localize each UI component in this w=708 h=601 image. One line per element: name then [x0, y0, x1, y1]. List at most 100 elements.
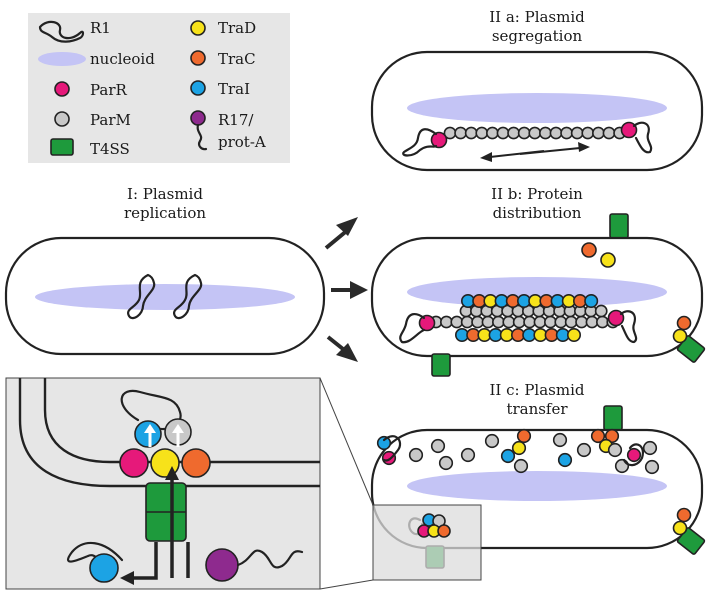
free-protein — [408, 447, 424, 463]
zoom-connectors — [319, 377, 374, 590]
free-trad-iib — [600, 252, 616, 268]
free-protein — [438, 455, 454, 471]
trai-icon — [190, 80, 206, 96]
plasmid-left-iic — [382, 435, 402, 462]
parr-left-iib — [418, 314, 436, 332]
parm-monomer — [496, 126, 510, 140]
parm-monomer — [560, 126, 573, 140]
inset-r17-prota — [205, 548, 239, 582]
parm-monomer — [475, 126, 489, 140]
parm-monomer — [575, 315, 588, 329]
parr-right-iib — [607, 309, 625, 327]
legend-label-trad: TraD — [218, 19, 256, 37]
panel-iib-distribution: II b: Protein distribution — [370, 185, 706, 377]
arrow-to-iib — [331, 281, 368, 299]
parm-monomer — [581, 126, 595, 140]
nucleoid-i — [35, 284, 295, 310]
free-protein — [590, 428, 606, 444]
plasmid-right-iib — [619, 310, 638, 344]
arrow-to-iia — [324, 217, 358, 250]
parm-monomer — [549, 126, 563, 140]
protein-cluster-iib — [429, 293, 620, 342]
free-protein — [430, 438, 446, 454]
r1-plasmid-icon — [38, 20, 85, 43]
legend-label-nucleoid: nucleoid — [90, 50, 155, 68]
transition-arrows — [324, 217, 368, 362]
parm-monomer — [464, 126, 478, 140]
plasmid-right-iia — [632, 121, 653, 154]
legend-label-r17-line2: prot-A — [218, 133, 266, 151]
free-protein — [557, 452, 573, 468]
legend-label-r1: R1 — [90, 19, 111, 37]
inset-zoom — [5, 377, 321, 590]
t4ss-icon — [50, 138, 74, 156]
corner-trad-iib — [672, 328, 688, 344]
inner-membrane — [43, 378, 320, 464]
free-protein — [642, 440, 658, 456]
zoom-source-proteins — [417, 513, 451, 538]
legend-label-parm: ParM — [90, 111, 131, 129]
free-protein — [376, 435, 392, 451]
parm-monomer — [594, 304, 608, 318]
free-trac-iib — [581, 242, 597, 258]
free-protein — [626, 447, 642, 463]
arrow-to-iic — [326, 335, 358, 362]
legend-label-r17-line1: R17/ — [218, 111, 254, 129]
parm-monomer — [585, 315, 599, 329]
t4ss-top-iib — [609, 213, 629, 239]
parm-monomer — [592, 126, 605, 140]
free-protein — [484, 433, 500, 449]
panel-iic-title-line1: II c: Plasmid — [490, 381, 585, 399]
parm-monomer — [596, 315, 609, 329]
free-protein — [500, 448, 516, 464]
parm-monomer — [460, 315, 474, 329]
parm-monomer — [491, 315, 505, 329]
parm-monomer — [554, 315, 568, 329]
panel-iib-title-line1: II b: Protein — [491, 185, 583, 203]
panel-i-title-line2: replication — [124, 204, 206, 222]
free-protein — [552, 432, 568, 448]
panel-iib-title-line2: distribution — [493, 204, 582, 222]
panel-iia-title-line2: segregation — [492, 27, 583, 45]
parr-left-iia — [430, 131, 448, 149]
inset-parr — [119, 448, 149, 478]
plasmid-right-i — [173, 273, 203, 320]
parm-monomer — [450, 315, 464, 329]
legend-label-trac: TraC — [218, 50, 256, 68]
nucleoid-iic — [407, 471, 667, 501]
bound-protein — [584, 293, 599, 308]
panel-iia-segregation: II a: Plasmid segregation — [370, 8, 704, 172]
parr-right-iia — [620, 121, 638, 139]
nucleoid-icon — [38, 52, 86, 66]
panel-i-title-line1: I: Plasmid — [127, 185, 203, 203]
parm-monomer — [564, 315, 578, 329]
parm-filament-iia — [443, 126, 626, 140]
trac-icon — [190, 50, 206, 66]
corner-trac-iib — [676, 315, 692, 331]
free-protein — [576, 442, 592, 458]
outer-membrane — [18, 378, 320, 488]
panel-iia-title-line1: II a: Plasmid — [489, 8, 585, 26]
parm-monomer — [485, 126, 499, 140]
bound-protein — [566, 327, 581, 342]
free-protein — [614, 458, 630, 474]
inset-trai — [134, 420, 162, 448]
parm-monomer — [517, 126, 531, 140]
panel-i-replication: I: Plasmid replication — [4, 185, 326, 356]
free-protein — [607, 442, 623, 458]
legend-label-t4ss: T4SS — [90, 140, 130, 158]
bidirectional-arrow-iia — [480, 142, 590, 162]
free-protein — [644, 459, 660, 475]
r17-prota-icon — [190, 110, 206, 126]
parm-monomer — [539, 126, 552, 140]
parm-icon — [54, 111, 70, 127]
parm-monomer — [533, 315, 547, 329]
t4ss-bottom-iib — [431, 353, 451, 377]
legend-label-parr: ParR — [90, 81, 128, 99]
t4ss-top-iic — [603, 405, 623, 431]
parm-monomer — [544, 315, 557, 329]
parm-monomer — [454, 126, 467, 140]
parm-monomer — [439, 315, 453, 329]
trad-icon — [190, 20, 206, 36]
parm-monomer — [602, 126, 616, 140]
